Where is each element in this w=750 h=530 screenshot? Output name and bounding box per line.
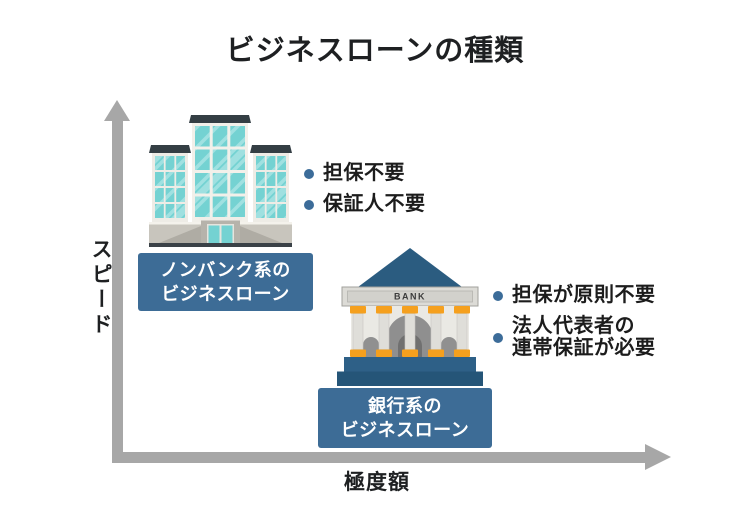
bank-columns	[350, 306, 470, 357]
nonbank-bullet-list: 担保不要 保証人不要	[304, 163, 426, 215]
list-item: 法人代表者の 連帯保証が必要	[493, 315, 656, 359]
office-wing-mullions	[155, 156, 286, 218]
bank-bullet-1: 担保が原則不要	[512, 284, 656, 306]
nonbank-loan-label-line1: ノンバンク系の	[160, 259, 291, 280]
office-building-icon	[149, 115, 292, 247]
bank-sign-board: BANK	[341, 286, 479, 307]
nonbank-bullet-1: 担保不要	[323, 162, 405, 184]
bullet-dot-icon	[493, 332, 503, 343]
bank-bullet-list: 担保が原則不要 法人代表者の 連帯保証が必要	[493, 285, 656, 359]
bullet-dot-icon	[304, 168, 314, 179]
x-axis-arrowhead-icon	[645, 444, 671, 470]
y-axis-label: スピード	[89, 238, 112, 338]
bullet-dot-icon	[304, 199, 314, 210]
x-axis-line	[112, 452, 646, 463]
office-entrance	[149, 217, 292, 247]
bank-loan-label-line2: ビジネスローン	[340, 420, 470, 440]
page-title: ビジネスローンの種類	[225, 35, 525, 67]
bank-sign-text: BANK	[394, 292, 426, 302]
bank-pediment	[358, 248, 462, 287]
list-item: 担保が原則不要	[493, 285, 656, 306]
bank-building-icon: BANK	[337, 248, 483, 386]
nonbank-loan-label: ノンバンク系の ビジネスローン	[138, 253, 313, 311]
bank-loan-label-line1: 銀行系の	[368, 395, 442, 416]
x-axis-label: 極度額	[344, 471, 410, 494]
bank-bullet-2-line2: 連帯保証が必要	[512, 336, 656, 359]
bank-loan-label: 銀行系の ビジネスローン	[318, 388, 492, 448]
bank-bullet-2-line1: 法人代表者の	[512, 315, 635, 337]
office-roof-caps	[149, 115, 292, 153]
office-tower-mullions	[195, 126, 245, 217]
nonbank-bullet-2: 保証人不要	[323, 193, 426, 215]
bank-bullet-2: 法人代表者の 連帯保証が必要	[512, 315, 656, 359]
y-axis-arrowhead-icon	[104, 100, 130, 121]
y-axis-line	[112, 118, 123, 463]
bank-steps	[337, 357, 483, 386]
list-item: 担保不要	[304, 163, 426, 184]
bullet-dot-icon	[493, 290, 503, 301]
nonbank-loan-label-line2: ビジネスローン	[161, 284, 290, 304]
list-item: 保証人不要	[304, 194, 426, 215]
